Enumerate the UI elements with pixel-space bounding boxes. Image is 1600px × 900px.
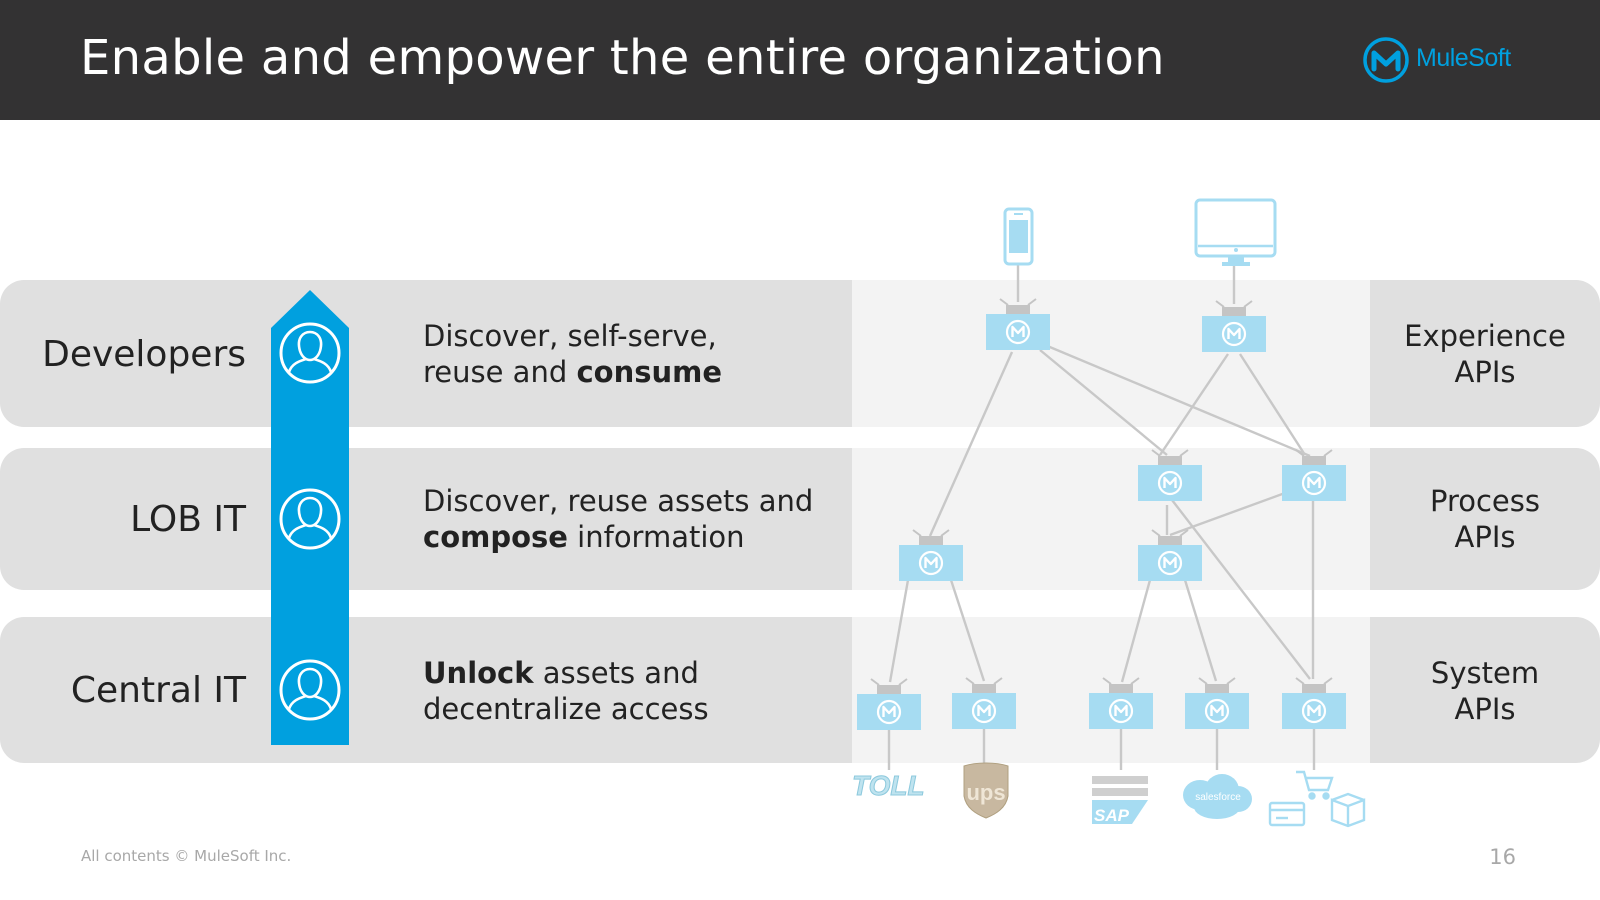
- tier-experience-apis: Experience APIs: [1404, 319, 1566, 389]
- desc-lob-it: Discover, reuse assets and compose infor…: [423, 484, 814, 554]
- process-api-node: [1280, 448, 1348, 503]
- system-api-node: [950, 676, 1018, 731]
- brand-name: MuleSoft: [1416, 44, 1511, 72]
- system-api-node: [855, 677, 923, 732]
- process-api-node: [897, 528, 965, 583]
- experience-api-node: [1200, 299, 1268, 354]
- upward-arrow: [271, 290, 349, 745]
- desktop-monitor-icon: [1194, 198, 1277, 266]
- salesforce-logo: salesforce: [1183, 774, 1252, 819]
- system-api-node: [1280, 676, 1348, 731]
- ups-logo: ups: [963, 762, 1009, 819]
- slide-title: Enable and empower the entire organizati…: [80, 30, 1165, 86]
- connector-lines: [887, 263, 1316, 770]
- svg-text:salesforce: salesforce: [1195, 792, 1241, 803]
- system-api-node: [1087, 676, 1155, 731]
- mobile-phone-icon: [1003, 207, 1034, 266]
- desc-developers: Discover, self-serve, reuse and consume: [423, 319, 723, 389]
- toll-logo: TOLL: [852, 770, 926, 802]
- slide-header: Enable and empower the entire organizati…: [0, 0, 1600, 120]
- desc-emphasis: Unlock: [423, 656, 534, 690]
- ecommerce-icon: [1268, 770, 1366, 828]
- process-api-node: [1136, 448, 1204, 503]
- page-number: 16: [1489, 845, 1516, 869]
- tier-system-apis: System APIs: [1430, 656, 1540, 726]
- role-central-it: Central IT: [70, 670, 246, 711]
- tier-process-apis: Process APIs: [1429, 484, 1540, 554]
- role-developers: Developers: [42, 334, 246, 375]
- role-lob-it: LOB IT: [130, 499, 246, 540]
- svg-text:ups: ups: [966, 780, 1005, 805]
- process-api-node: [1136, 528, 1204, 583]
- mulesoft-m-icon: [1363, 37, 1409, 83]
- band-developers-diagram-area: [852, 280, 1370, 427]
- sap-logo: SAP: [1092, 776, 1148, 825]
- mulesoft-logo: MuleSoft: [1362, 36, 1522, 84]
- experience-api-node: [984, 297, 1052, 352]
- svg-text:SAP: SAP: [1094, 806, 1130, 825]
- system-api-node: [1183, 676, 1251, 731]
- desc-central-it: Unlock assets and decentralize access: [423, 656, 709, 726]
- svg-text:TOLL: TOLL: [852, 770, 925, 801]
- copyright-footer: All contents © MuleSoft Inc.: [81, 847, 292, 865]
- desc-emphasis: compose: [423, 520, 568, 554]
- desc-emphasis: consume: [576, 355, 723, 389]
